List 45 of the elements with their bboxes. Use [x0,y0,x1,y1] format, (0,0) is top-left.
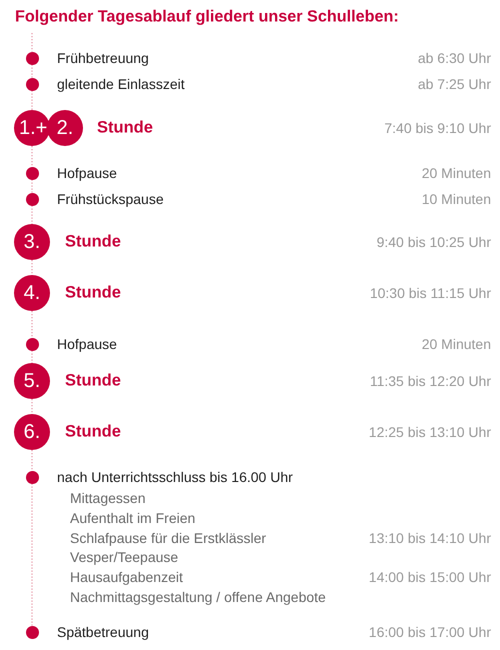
time-range: 11:35 bis 12:20 Uhr [370,372,491,390]
schedule-item: Spätbetreuung [57,624,149,640]
lesson-number: 1.+ [14,110,50,146]
schedule-item: Frühstückspause [57,190,164,208]
schedule-item: Frühbetreuung [57,50,149,66]
lesson-label: Stunde [65,372,121,390]
time-range: 12:25 bis 13:10 Uhr [368,424,491,440]
time-range: 10:30 bis 11:15 Uhr [370,284,491,302]
timeline-dot [26,52,38,64]
time-range: 20 Minuten [422,164,491,182]
schedule-item: nach Unterrichtsschluss bis 16.00 Uhr [57,468,293,486]
schedule-item: gleitende Einlasszeit [57,76,185,92]
lesson-label: Stunde [65,422,121,442]
schedule-item: Hofpause [57,164,117,182]
time-range: 14:00 bis 15:00 Uhr [368,568,491,586]
time-range: 10 Minuten [422,190,491,208]
lesson-label: Stunde [97,118,153,138]
activity-item: Schlafpause für die Erstklässler [70,530,266,546]
time-range: ab 7:25 Uhr [418,76,491,92]
timeline-dot [26,166,38,180]
time-range: 9:40 bis 10:25 Uhr [376,234,491,250]
timeline-dot [26,78,38,90]
time-range: ab 6:30 Uhr [418,50,491,66]
time-range: 13:10 bis 14:10 Uhr [368,530,491,546]
time-range: 16:00 bis 17:00 Uhr [368,624,491,640]
lesson-number: 3. [14,224,50,260]
activity-item: Vesper/Teepause [70,548,178,566]
activity-item: Mittagessen [70,490,146,506]
page-title: Folgender Tagesablauf gliedert unser Schulleben: [15,8,399,26]
activity-item: Nachmittagsgestaltung / offene Angebote [70,588,326,606]
lesson-label: Stunde [65,232,121,252]
activity-item: Hausaufgabenzeit [70,568,183,586]
timeline-dot [26,626,38,638]
timeline-dot [26,192,38,206]
time-range: 7:40 bis 9:10 Uhr [384,120,491,136]
time-range: 20 Minuten [422,336,491,352]
lesson-number: 6. [14,414,50,450]
lesson-number: 5. [14,363,50,399]
lesson-number: 2. [47,110,83,146]
lesson-number: 4. [14,275,50,311]
lesson-label: Stunde [65,284,121,302]
timeline-dot [26,470,38,484]
timeline-dot [26,338,38,350]
activity-item: Aufenthalt im Freien [70,510,196,526]
schedule-item: Hofpause [57,336,117,352]
